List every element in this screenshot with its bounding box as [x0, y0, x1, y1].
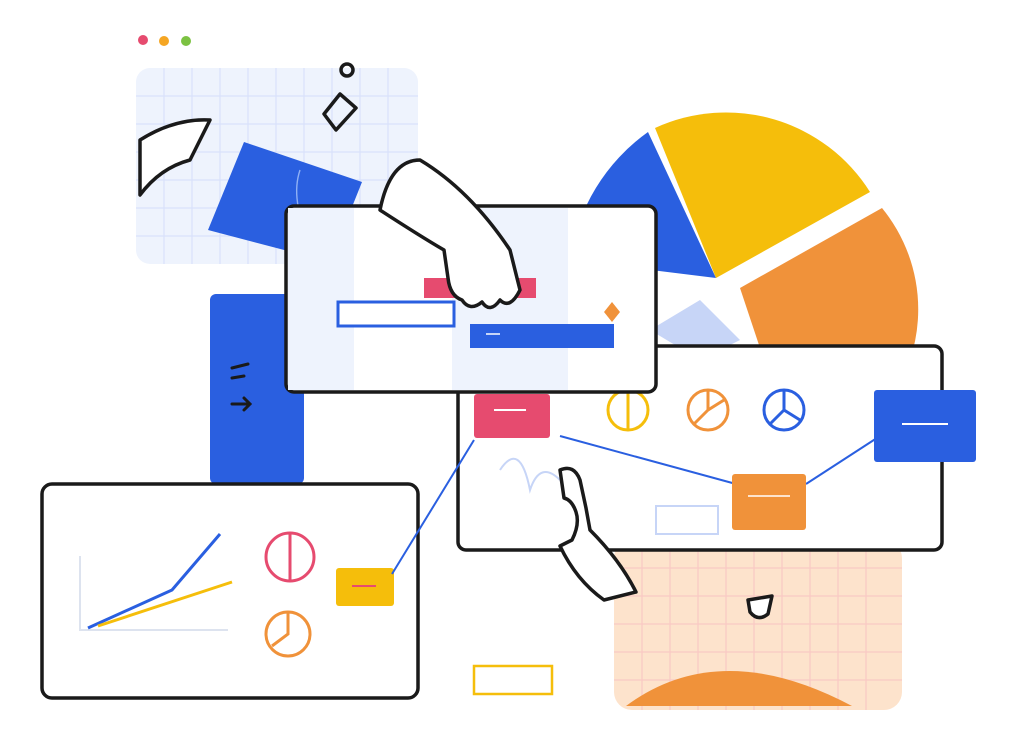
- dot-green: [181, 36, 191, 46]
- pointing-hand-icon: [558, 466, 638, 602]
- blue-sticky-note: [874, 390, 976, 462]
- pie-icon-orange: [686, 388, 730, 432]
- axis-line: [79, 556, 228, 631]
- yellow-outline-card: [472, 664, 554, 696]
- panel-top-center: [284, 158, 658, 394]
- dot-pink: [138, 35, 148, 45]
- window-dots: [138, 35, 191, 46]
- line-chart-blue: [87, 533, 222, 630]
- orange-diamond-icon: [604, 302, 620, 322]
- diamond-outline-icon: [322, 92, 358, 132]
- yellow-sticky-note: [336, 568, 394, 606]
- small-circle-icon: [339, 62, 355, 78]
- pie-icon-pink: [264, 531, 316, 583]
- orange-half-circle: [626, 671, 852, 706]
- orange-sticky-note: [732, 474, 806, 530]
- blue-vertical-card: [210, 294, 304, 484]
- arrow-icon: [230, 396, 253, 412]
- shield-outline-icon: [746, 594, 774, 620]
- hand-icon: [378, 158, 522, 310]
- blue-outline-bar: [336, 300, 456, 328]
- red-sticky-note: [474, 394, 550, 438]
- peach-grid-panel: [614, 540, 902, 710]
- panel-bottom-left: [40, 439, 475, 700]
- pie-icon-blue: [762, 388, 806, 432]
- blue-bar: [470, 324, 614, 348]
- line-chart-yellow: [97, 580, 233, 628]
- pie-icon-orange-small: [264, 610, 312, 658]
- dot-orange: [159, 36, 169, 46]
- black-arc-shape: [138, 118, 212, 197]
